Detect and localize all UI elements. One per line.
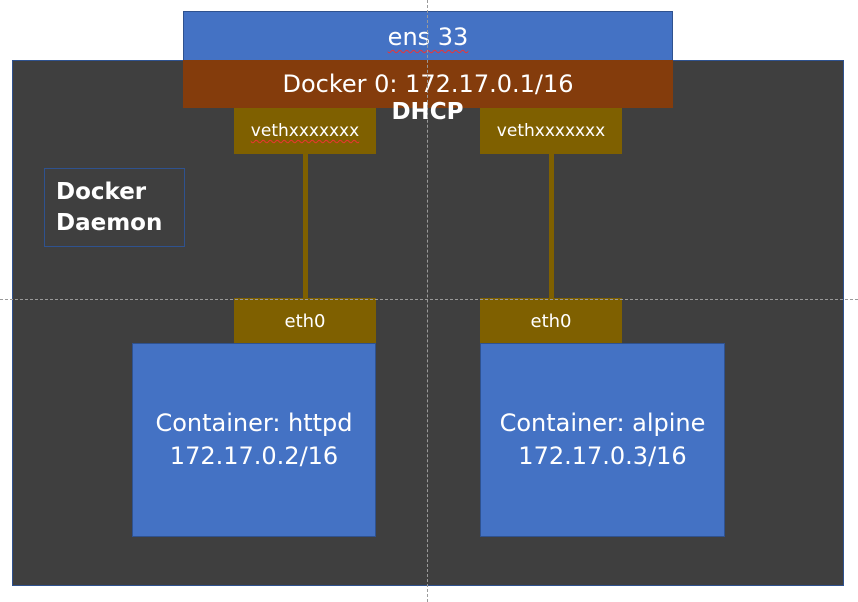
veth-label-alpine: vethxxxxxxx [496, 121, 606, 141]
daemon-label-line1: Docker [56, 179, 147, 205]
host-interface-ens33: ens 33 [183, 11, 673, 63]
daemon-label-line2: Daemon [56, 210, 163, 236]
horizontal-guide-line [0, 299, 858, 300]
eth0-interface-httpd: eth0 [234, 298, 376, 344]
veth-label-httpd: vethxxxxxxx [250, 121, 360, 141]
container-ip-httpd: 172.17.0.2/16 [169, 442, 339, 470]
container-name-httpd: Container: httpd [155, 409, 353, 437]
eth0-label-httpd: eth0 [284, 310, 326, 332]
eth0-label-alpine: eth0 [530, 310, 572, 332]
veth-interface-alpine: vethxxxxxxx [480, 108, 622, 154]
container-ip-alpine: 172.17.0.3/16 [518, 442, 687, 470]
veth-interface-httpd: vethxxxxxxx [234, 108, 376, 154]
veth-pair-link-httpd [303, 154, 308, 299]
docker-daemon-label: Docker Daemon [44, 168, 185, 247]
container-name-alpine: Container: alpine [499, 409, 706, 437]
container-httpd: Container: httpd 172.17.0.2/16 [132, 343, 376, 537]
container-alpine: Container: alpine 172.17.0.3/16 [480, 343, 725, 537]
veth-pair-link-alpine [549, 154, 554, 299]
host-interface-label: ens 33 [387, 23, 469, 51]
vertical-guide-line [427, 0, 428, 602]
eth0-interface-alpine: eth0 [480, 298, 622, 344]
